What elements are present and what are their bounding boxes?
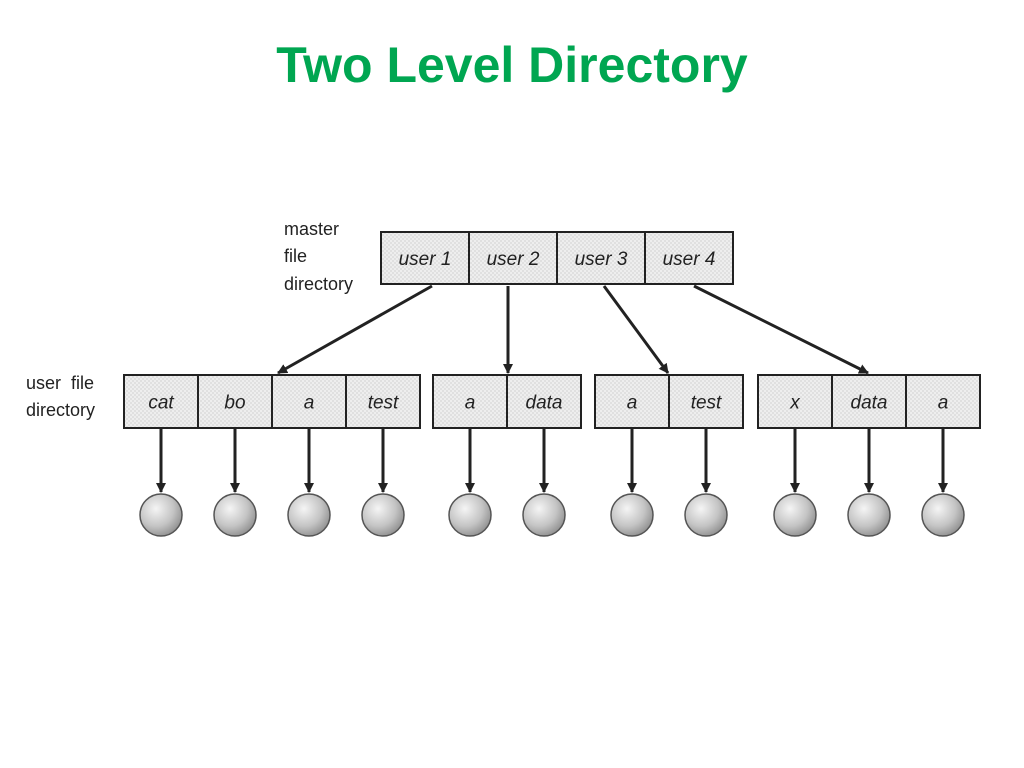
file-entry-label: data xyxy=(851,393,888,414)
master-entry-2 xyxy=(468,231,558,285)
user-directory-4 xyxy=(757,374,981,429)
master-entry-3 xyxy=(556,231,646,285)
file-node-9 xyxy=(773,493,817,537)
file-node-2 xyxy=(213,493,257,537)
master-entry-label-4: user 4 xyxy=(663,249,716,270)
file-entry-label: a xyxy=(627,393,638,414)
file-node-3 xyxy=(287,493,331,537)
file-entry-label: test xyxy=(368,393,399,414)
file-node-1 xyxy=(139,493,183,537)
master-pointer-arrow-1 xyxy=(277,284,433,375)
master-label-line-2: file xyxy=(284,246,307,266)
user-dir-label-line-1: user file xyxy=(26,373,94,393)
file-node-8 xyxy=(684,493,728,537)
file-entry-label: test xyxy=(691,393,722,414)
file-node-10 xyxy=(847,493,891,537)
user-dir-label-line-2: directory xyxy=(26,400,95,420)
master-entry-4 xyxy=(644,231,734,285)
directory-arrows xyxy=(156,284,948,493)
master-label-line-1: master xyxy=(284,219,339,239)
file-node-7 xyxy=(610,493,654,537)
master-entry-label-3: user 3 xyxy=(575,249,628,270)
file-entry-label: data xyxy=(526,393,563,414)
file-entry-label: x xyxy=(789,393,801,414)
file-entry-label: a xyxy=(938,393,949,414)
master-entry-label-2: user 2 xyxy=(487,249,540,270)
master-entry-1 xyxy=(380,231,470,285)
page-title: Two Level Directory xyxy=(276,37,748,93)
master-entry-label-1: user 1 xyxy=(399,249,452,270)
master-pointer-arrow-4 xyxy=(693,284,869,375)
file-entry-label: bo xyxy=(224,393,245,414)
file-node-5 xyxy=(448,493,492,537)
file-node-4 xyxy=(361,493,405,537)
file-entry-label: cat xyxy=(148,393,174,414)
master-label-line-3: directory xyxy=(284,274,353,294)
master-pointer-arrow-3 xyxy=(602,285,670,374)
user-file-directories: cat bo a test a data a test x data a xyxy=(123,374,981,537)
master-file-directory: user 1 user 2 user 3 user 4 xyxy=(380,231,734,285)
file-entry-label: a xyxy=(304,393,315,414)
file-entry-label: a xyxy=(465,393,476,414)
file-node-6 xyxy=(522,493,566,537)
file-node-11 xyxy=(921,493,965,537)
